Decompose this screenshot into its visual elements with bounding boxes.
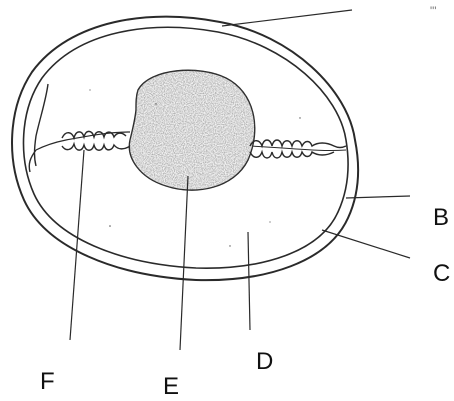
leader-line-c xyxy=(322,230,410,258)
leader-line-top xyxy=(222,10,352,26)
leader-line-f xyxy=(70,150,84,340)
label-c: C xyxy=(433,262,450,286)
label-f: F xyxy=(40,370,55,394)
label-b: B xyxy=(433,206,449,230)
albumen-boundary-right xyxy=(250,146,346,151)
leader-line-d xyxy=(248,232,250,330)
label-e: E xyxy=(163,375,179,399)
leader-line-e xyxy=(180,176,188,350)
corner-mark: "' xyxy=(430,4,437,18)
label-d: D xyxy=(256,350,273,374)
chalaza-left xyxy=(62,131,130,150)
yolk xyxy=(120,60,270,200)
